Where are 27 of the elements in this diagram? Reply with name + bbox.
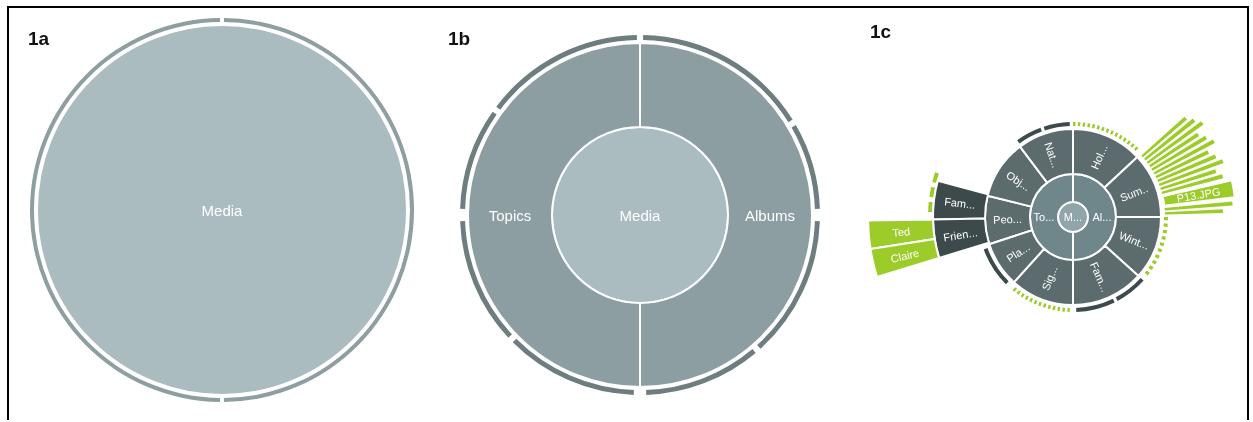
segment-label: Sum.. xyxy=(1118,182,1150,204)
segment-label: Topics xyxy=(488,206,532,224)
panel-label: 1a xyxy=(28,28,50,49)
segment-label: Ted xyxy=(891,225,911,239)
segment-label: Albums xyxy=(745,206,795,224)
segment-label: Hol... xyxy=(1088,142,1110,172)
segment-label: Peo... xyxy=(992,212,1023,226)
segment-label: Media xyxy=(201,201,243,219)
sunburst-segment xyxy=(1072,128,1139,189)
segment-label: M... xyxy=(1063,211,1083,223)
segment-label: Al... xyxy=(1092,211,1112,223)
segment-label: Frien... xyxy=(942,226,979,244)
segment-label: To... xyxy=(1033,211,1055,223)
segment-label: Fam... xyxy=(1087,260,1112,294)
sunburst-segment xyxy=(869,237,941,278)
panel-label: 1b xyxy=(448,28,471,49)
segment-label: Media xyxy=(619,206,661,224)
segment-label: P13.JPG xyxy=(1175,185,1222,205)
sunburst-segment xyxy=(551,126,729,304)
sunburst-segment xyxy=(1161,179,1236,207)
segment-label: Fam... xyxy=(943,195,977,211)
panel-label: 1c xyxy=(870,21,892,42)
segment-label: Pla... xyxy=(1004,240,1032,265)
sunburst-segment xyxy=(932,179,989,221)
segment-label: Nat... xyxy=(1042,140,1063,170)
segment-label: Claire xyxy=(889,246,921,265)
segment-label: Sig... xyxy=(1039,264,1060,292)
